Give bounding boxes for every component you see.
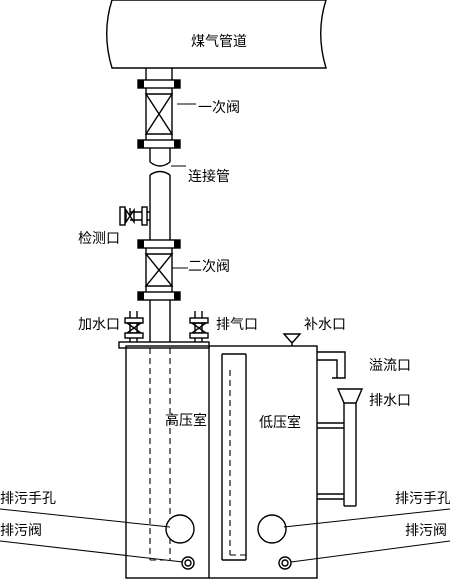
sewage-handhole-right (257, 514, 287, 544)
secondary-valve (137, 239, 181, 342)
makeup-water-funnel (282, 333, 302, 346)
vent-valve (189, 311, 209, 342)
label-water-inlet: 加水口 (78, 317, 120, 333)
left-valve-leader (0, 540, 184, 563)
pipe-stub (145, 68, 173, 80)
water-inlet-valve (124, 311, 144, 342)
label-sewage-handhole-right: 排污手孔 (395, 491, 450, 507)
inspection-port (119, 206, 150, 226)
sewage-valve-left (181, 556, 195, 570)
gas-pipeline (106, 0, 327, 69)
label-overflow: 溢流口 (369, 358, 411, 374)
label-sewage-valve-left: 排污阀 (0, 523, 42, 539)
drainer-tank (118, 341, 318, 579)
right-valve-leader (290, 540, 450, 563)
label-inspection-port: 检测口 (78, 231, 120, 247)
connecting-pipe (149, 148, 171, 240)
sewage-handhole-left (165, 514, 195, 544)
label-drain-port: 排水口 (369, 393, 411, 409)
label-sewage-valve-right: 排污阀 (405, 523, 447, 539)
label-connecting-pipe: 连接管 (188, 168, 230, 185)
low-pressure-inner-baffle (221, 353, 247, 561)
primary-valve (137, 79, 181, 149)
label-gas-pipe: 煤气管道 (191, 34, 247, 50)
drain-standpipe (317, 388, 364, 507)
sewage-valve-right (278, 556, 292, 570)
label-low-pressure-chamber: 低压室 (259, 414, 301, 431)
high-pressure-inner-pipe (149, 348, 171, 561)
overflow-pipe (317, 351, 346, 379)
right-handhole-leader (283, 508, 450, 528)
label-secondary-valve: 二次阀 (188, 259, 230, 275)
label-makeup-water: 补水口 (304, 317, 346, 333)
label-vent: 排气口 (216, 317, 258, 333)
label-sewage-handhole-left: 排污手孔 (0, 491, 56, 507)
label-primary-valve: 一次阀 (198, 100, 240, 116)
left-handhole-leader (0, 508, 171, 528)
label-high-pressure-chamber: 高压室 (165, 412, 207, 429)
